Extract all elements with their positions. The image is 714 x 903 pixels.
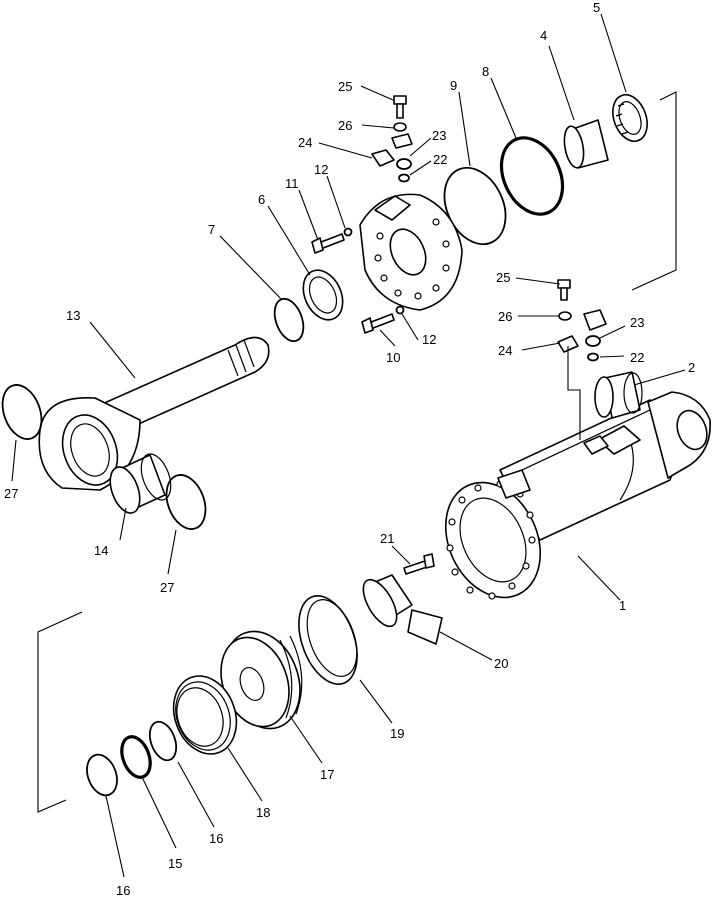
wear-ring-18 [172, 675, 238, 755]
upper-lock-group [371, 95, 413, 183]
o-ring [499, 136, 565, 216]
cylinder-head [359, 193, 463, 311]
callout-15: 15 [168, 856, 182, 871]
right-lock-group [557, 279, 607, 362]
cylinder-tube [444, 391, 711, 600]
callout-2: 2 [688, 360, 695, 375]
leader-lines [11, 13, 686, 878]
backup-ring-16b [86, 753, 118, 797]
callout-19: 19 [390, 726, 404, 741]
callout-25-upper: 25 [338, 79, 352, 94]
callout-26-right: 26 [498, 309, 512, 324]
backup-ring-16a [148, 720, 178, 762]
piston-17 [220, 630, 303, 730]
callout-17: 17 [320, 767, 334, 782]
callout-8: 8 [482, 64, 489, 79]
callout-18: 18 [256, 805, 270, 820]
callout-1: 1 [619, 598, 626, 613]
callout-7: 7 [208, 222, 215, 237]
bolt-11 [311, 233, 345, 254]
snap-ring [273, 297, 305, 343]
callout-27-left: 27 [4, 486, 18, 501]
snap-ring-27-left [1, 384, 43, 440]
callout-16-lower: 16 [116, 883, 130, 898]
callout-12-upper: 12 [314, 162, 328, 177]
callout-21: 21 [380, 531, 394, 546]
head-bushing [563, 119, 609, 169]
callout-27-right: 27 [160, 580, 174, 595]
callout-23-upper: 23 [432, 128, 446, 143]
bushing [594, 371, 643, 419]
callout-25-right: 25 [496, 270, 510, 285]
group-bracket-lock [567, 346, 581, 440]
callout-22-right: 22 [630, 350, 644, 365]
callout-16-upper: 16 [209, 831, 223, 846]
callout-22-upper: 22 [433, 152, 447, 167]
callout-6: 6 [258, 192, 265, 207]
callout-20: 20 [494, 656, 508, 671]
snap-ring-27-right [165, 474, 207, 530]
head-bearing [302, 269, 344, 321]
callout-labels: 1 2 4 5 6 7 8 9 10 11 12 12 13 14 15 16 … [4, 0, 695, 898]
callout-26-upper: 26 [338, 118, 352, 133]
callout-10: 10 [386, 350, 400, 365]
washer-12a [343, 227, 353, 237]
callout-9: 9 [450, 78, 457, 93]
bolt-21 [403, 553, 435, 575]
callout-12-lower: 12 [422, 332, 436, 347]
callout-11: 11 [285, 176, 299, 191]
group-bracket-upper [631, 91, 677, 291]
o-ring-15 [120, 735, 152, 779]
piston-rod [38, 336, 270, 491]
callout-4: 4 [540, 28, 547, 43]
group-bracket-lower [37, 611, 83, 813]
bolt-10 [361, 313, 395, 334]
bearing [612, 93, 648, 143]
rod-bushing [109, 453, 172, 514]
callout-13: 13 [66, 308, 80, 323]
washer-12b [395, 305, 405, 315]
callout-5: 5 [593, 0, 600, 15]
callout-24-right: 24 [498, 343, 512, 358]
piston-ring-19 [298, 595, 358, 685]
callout-23-right: 23 [630, 315, 644, 330]
piston-nut [362, 574, 443, 645]
callout-24-upper: 24 [298, 135, 312, 150]
callout-14: 14 [94, 543, 108, 558]
